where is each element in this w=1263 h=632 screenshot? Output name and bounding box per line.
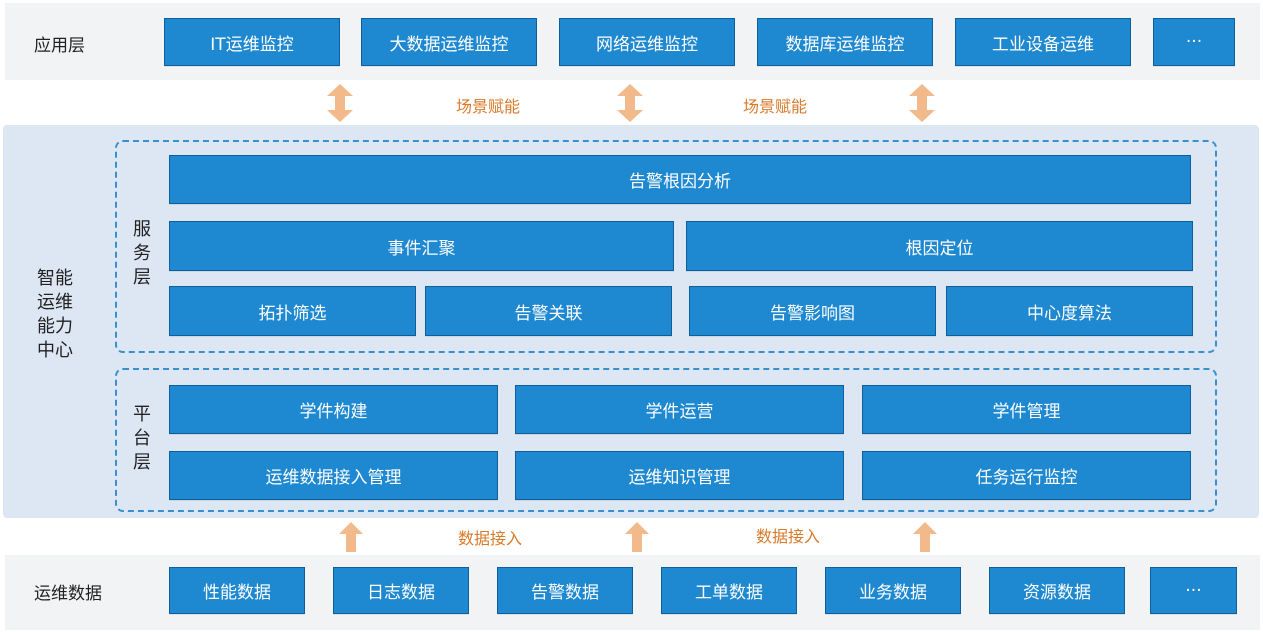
- up-arrow-icon: [339, 522, 363, 552]
- data-item-tickets: 工单数据: [661, 567, 797, 614]
- task-run-monitoring: 任务运行监控: [862, 451, 1191, 500]
- alarm-correlation: 告警关联: [425, 286, 672, 336]
- ops-data-access-management: 运维数据接入管理: [169, 451, 498, 500]
- app-item-database-monitoring: 数据库运维监控: [757, 18, 933, 66]
- service-label-char: 务: [133, 243, 151, 264]
- root-cause-location: 根因定位: [686, 221, 1193, 271]
- learnware-management: 学件管理: [862, 385, 1191, 434]
- alarm-root-cause-analysis: 告警根因分析: [169, 155, 1191, 204]
- data-item-performance: 性能数据: [169, 567, 305, 614]
- center-label-line: 智能: [37, 268, 73, 289]
- up-arrow-icon: [913, 522, 937, 552]
- app-item-network-monitoring: 网络运维监控: [559, 18, 735, 66]
- up-arrow-icon: [625, 522, 649, 552]
- app-item-bigdata-monitoring: 大数据运维监控: [361, 18, 537, 66]
- center-label-line: 能力: [37, 316, 73, 337]
- capability-center-label: 智能 运维 能力 中心: [20, 267, 90, 363]
- centrality-algorithm: 中心度算法: [946, 286, 1193, 336]
- data-access-label: 数据接入: [755, 527, 820, 546]
- app-item-industrial-equipment: 工业设备运维: [955, 18, 1131, 66]
- service-label-char: 服: [133, 219, 151, 240]
- platform-label-char: 平: [133, 404, 151, 425]
- app-item-more: ···: [1153, 18, 1235, 66]
- platform-layer-label: 平 台 层: [128, 403, 156, 475]
- data-item-alarms: 告警数据: [497, 567, 633, 614]
- data-access-label: 数据接入: [457, 529, 522, 548]
- service-layer-label: 服 务 层: [128, 218, 156, 290]
- center-label-line: 中心: [37, 340, 73, 361]
- learnware-operation: 学件运营: [515, 385, 844, 434]
- topology-filter: 拓扑筛选: [169, 286, 416, 336]
- scenario-label: 场景赋能: [742, 97, 807, 116]
- data-item-resources: 资源数据: [989, 567, 1125, 614]
- data-item-business: 业务数据: [825, 567, 961, 614]
- service-layer-frame: [115, 140, 1217, 353]
- app-item-it-monitoring: IT运维监控: [164, 18, 340, 66]
- ops-knowledge-management: 运维知识管理: [515, 451, 844, 500]
- alarm-impact-graph: 告警影响图: [689, 286, 936, 336]
- platform-label-char: 台: [133, 428, 151, 449]
- data-item-logs: 日志数据: [333, 567, 469, 614]
- app-layer-label: 应用层: [34, 35, 85, 56]
- data-item-more: ···: [1150, 567, 1237, 614]
- data-layer-label: 运维数据: [34, 583, 102, 604]
- double-arrow-icon: [617, 84, 643, 122]
- event-aggregation: 事件汇聚: [169, 221, 674, 271]
- learnware-build: 学件构建: [169, 385, 498, 434]
- scenario-label: 场景赋能: [455, 97, 520, 116]
- double-arrow-icon: [327, 84, 353, 122]
- center-label-line: 运维: [37, 292, 73, 313]
- platform-label-char: 层: [133, 452, 151, 473]
- service-label-char: 层: [133, 267, 151, 288]
- double-arrow-icon: [909, 84, 935, 122]
- platform-layer-frame: [115, 368, 1217, 512]
